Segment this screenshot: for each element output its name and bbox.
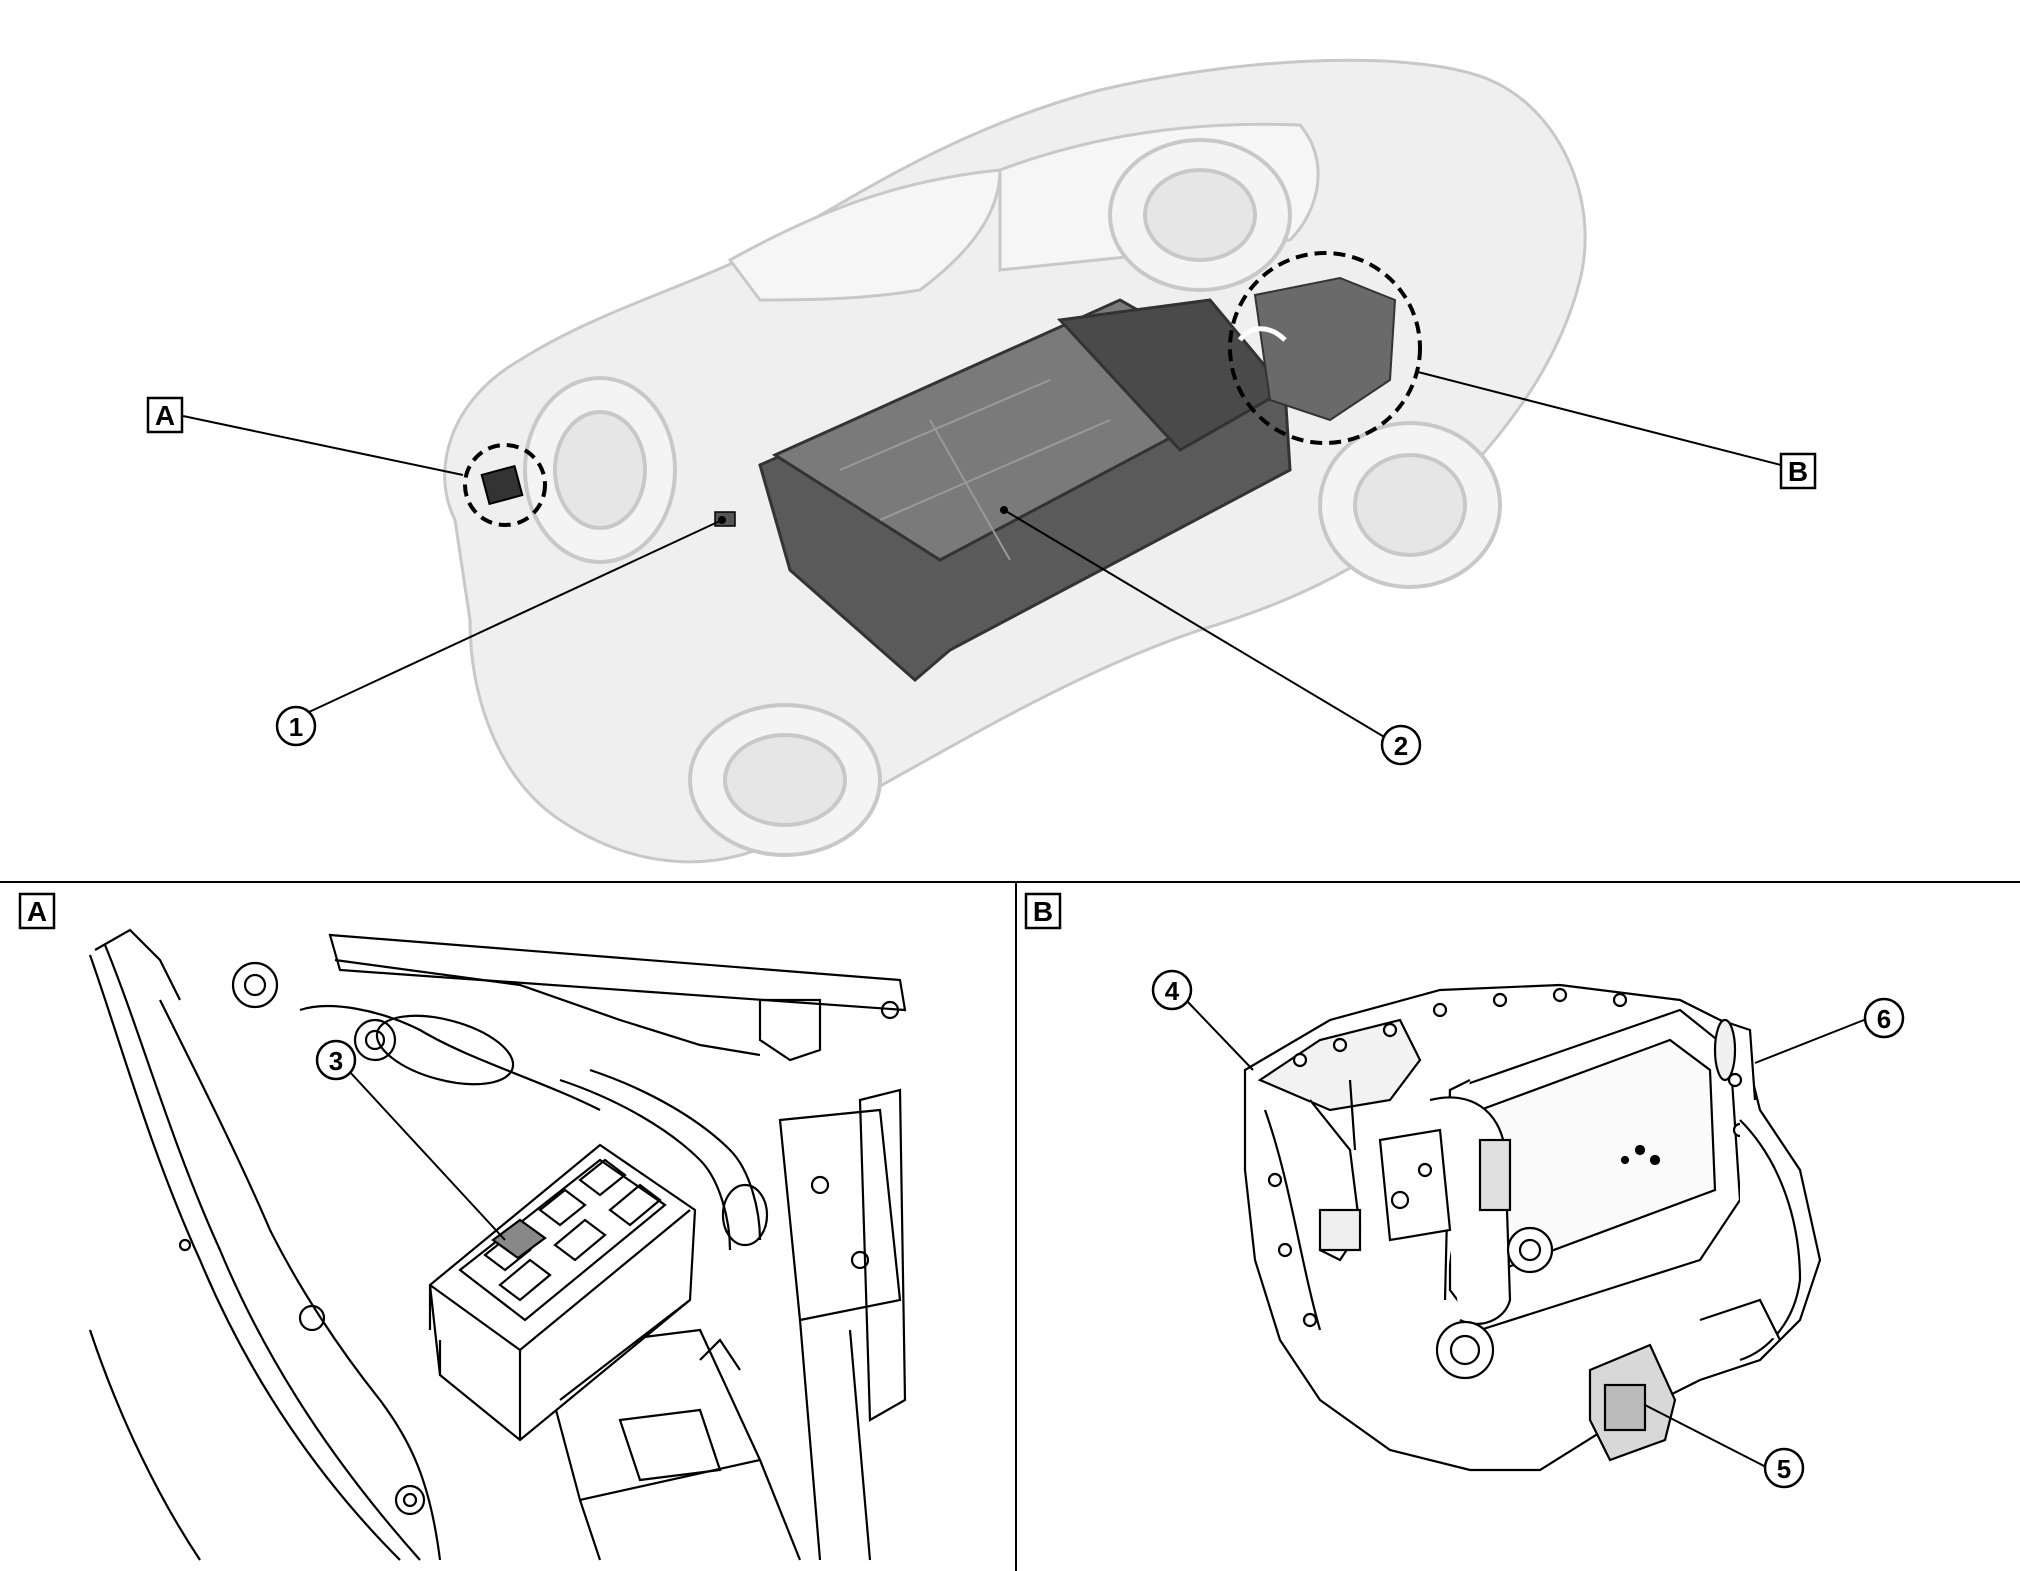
- callout-4-text: 4: [1165, 976, 1180, 1006]
- fuse-relay-box: [428, 1143, 697, 1442]
- callout-5-text: 5: [1777, 1454, 1791, 1484]
- battery-pack: [758, 298, 1292, 682]
- panel-b-leaders: [1185, 999, 1870, 1469]
- drive-unit-small: [1237, 276, 1397, 422]
- callout-circle-2: 2: [1380, 724, 1422, 766]
- panel-b: B: [1024, 892, 1905, 1489]
- leader-dot-1: [718, 516, 726, 524]
- callout-2-text: 2: [1394, 731, 1408, 761]
- callout-a-text: A: [155, 400, 175, 431]
- callout-circle-1: 1: [275, 705, 317, 747]
- junction-box-small: [480, 464, 524, 506]
- panel-b-heading-text: B: [1033, 896, 1053, 927]
- panel-a-leader: [348, 1070, 506, 1241]
- panel-b-heading: B: [1024, 892, 1062, 930]
- callout-1-text: 1: [289, 712, 303, 742]
- callout-b-text: B: [1788, 456, 1808, 487]
- callout-circle-5: 5: [1763, 1447, 1805, 1489]
- overview-leader-lines: [182, 371, 1782, 739]
- engine-bay-line-art: [88, 928, 907, 1561]
- callout-3-text: 3: [329, 1046, 343, 1076]
- highlight-circle-b: [1228, 251, 1422, 445]
- panel-a-heading: A: [18, 892, 56, 930]
- callout-6-text: 6: [1877, 1004, 1891, 1034]
- vehicle-overview: [443, 58, 1587, 864]
- panel-dividers: [0, 881, 2020, 1571]
- panel-a-heading-text: A: [27, 896, 47, 927]
- callout-box-b: B: [1779, 452, 1817, 490]
- callout-circle-6: 6: [1863, 997, 1905, 1039]
- leader-dot-2: [1000, 506, 1008, 514]
- wheels: [523, 138, 1502, 857]
- highlight-circle-a: [463, 443, 547, 527]
- drive-unit-line-art: [1243, 983, 1822, 1472]
- callout-circle-4: 4: [1151, 969, 1193, 1011]
- callout-circle-3: 3: [315, 1039, 357, 1081]
- callout-box-a: A: [146, 396, 184, 434]
- panel-a: A: [18, 892, 907, 1561]
